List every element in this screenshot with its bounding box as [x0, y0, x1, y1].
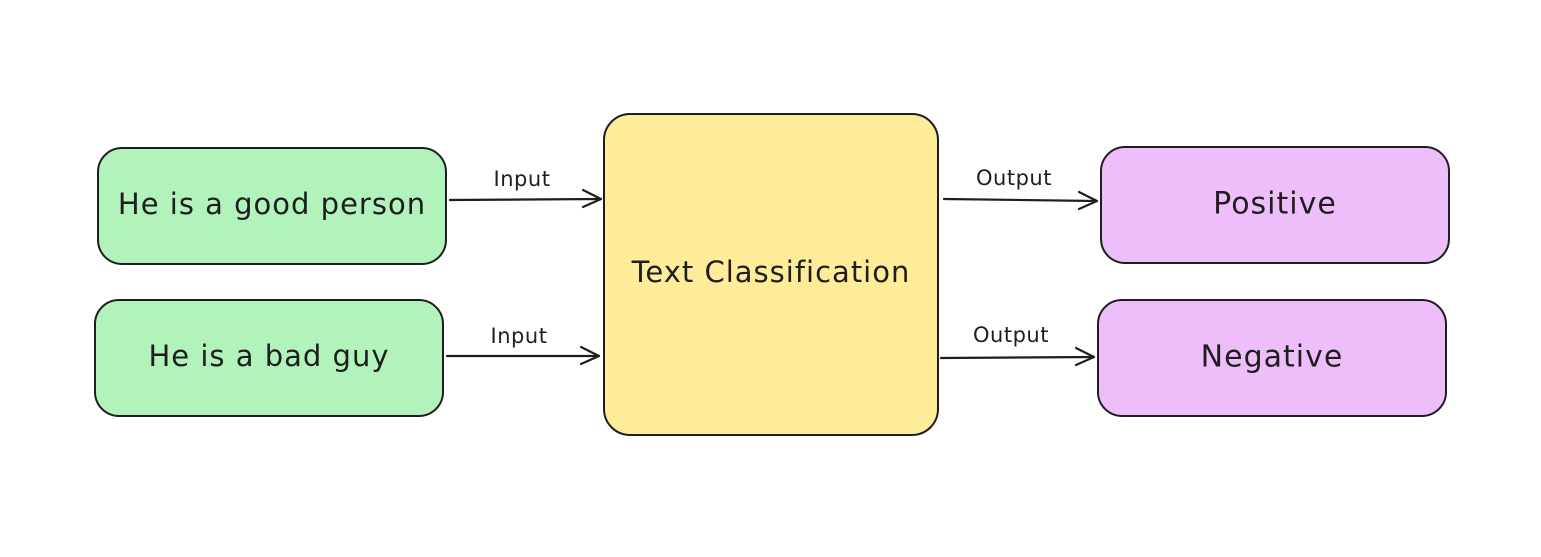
input-text-bad: He is a bad guy	[149, 339, 390, 373]
input-node-good[interactable]: He is a good person	[97, 147, 447, 265]
output-arrow-negative[interactable]: Output	[939, 323, 1096, 367]
output-arrow-positive[interactable]: Output	[942, 166, 1099, 211]
input-arrow-good[interactable]: Input	[448, 167, 603, 209]
output-label-positive: Output	[976, 166, 1052, 190]
input-label-bad: Input	[491, 324, 548, 348]
arrow-head-icon	[581, 188, 603, 209]
input-text-good: He is a good person	[118, 187, 426, 221]
arrow-head-icon	[1077, 190, 1099, 211]
output-arrow-positive-line	[942, 197, 1099, 203]
output-arrow-negative-line	[939, 355, 1096, 360]
arrow-head-icon	[579, 345, 601, 366]
output-label-negative: Output	[973, 323, 1049, 347]
output-text-negative: Negative	[1201, 340, 1344, 375]
input-label-good: Input	[494, 167, 551, 191]
classifier-box	[603, 113, 939, 436]
input-arrow-good-line	[448, 197, 603, 202]
output-text-positive: Positive	[1213, 187, 1337, 222]
output-node-positive[interactable]: Positive	[1100, 146, 1450, 264]
arrow-head-icon	[1074, 346, 1096, 367]
output-node-negative[interactable]: Negative	[1097, 299, 1447, 417]
input-box-bad	[94, 299, 444, 417]
classifier-node[interactable]: Text Classification	[603, 113, 939, 436]
classifier-text: Text Classification	[631, 255, 911, 289]
input-node-bad[interactable]: He is a bad guy	[94, 299, 444, 417]
output-box-positive	[1100, 146, 1450, 264]
input-box-good	[97, 147, 447, 265]
output-box-negative	[1097, 299, 1447, 417]
input-arrow-bad[interactable]: Input	[445, 324, 601, 366]
